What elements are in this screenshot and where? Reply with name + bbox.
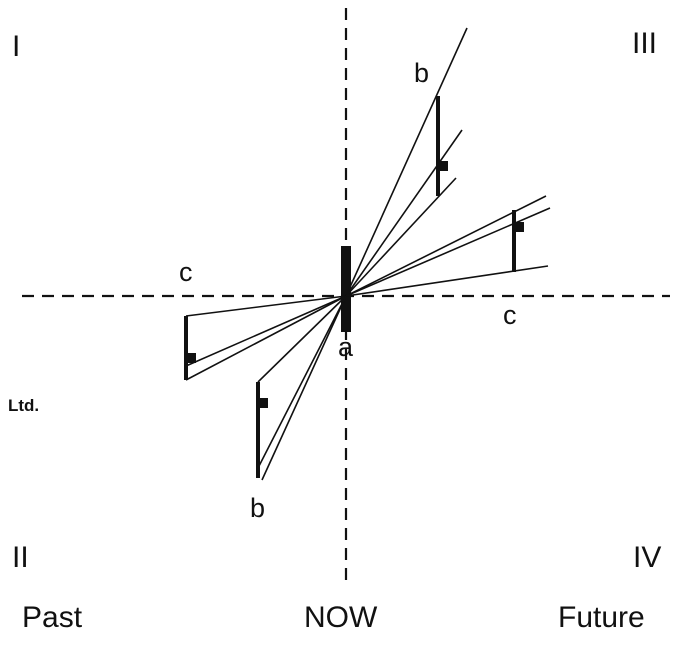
marker-b-lower: b [250, 493, 265, 523]
tick-b-upper [439, 161, 448, 171]
tick-b-lower [259, 398, 268, 408]
future-label: Future [558, 601, 645, 634]
tick-c-right [515, 222, 524, 232]
ltd-label: Ltd. [8, 396, 39, 415]
quadrant-label-i: I [12, 30, 20, 63]
quadrant-label-iv: IV [633, 541, 661, 574]
fan-upper-b [345, 27, 468, 297]
quadrant-label-ii: II [12, 541, 29, 574]
fan-lower-c [185, 295, 347, 381]
marker-b-upper: b [414, 58, 429, 88]
marker-c-left: c [179, 257, 193, 287]
fan-upper-c [345, 195, 551, 297]
marker-a: a [338, 332, 354, 362]
quadrant-label-iii: III [632, 27, 657, 60]
fan-lower-b [257, 295, 347, 481]
tick-c-left [187, 353, 196, 363]
now-label: NOW [304, 601, 378, 634]
now-bar-a [341, 246, 351, 332]
past-label: Past [22, 601, 83, 634]
marker-c-right: c [503, 300, 517, 330]
